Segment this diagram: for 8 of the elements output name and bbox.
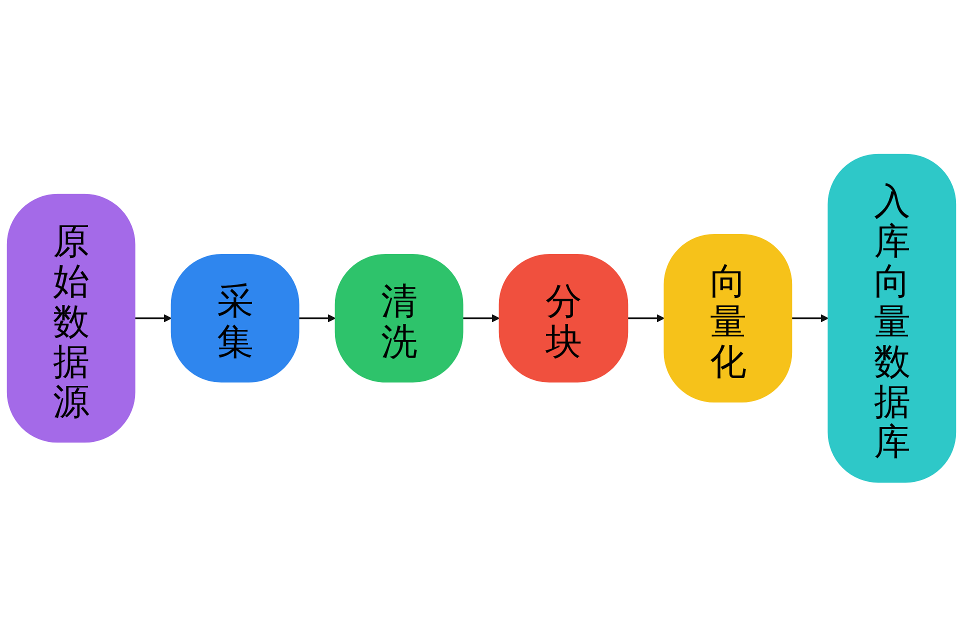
node-box: 向量化 <box>664 234 792 402</box>
node-box: 入库向量数据库 <box>828 154 956 482</box>
arrow <box>792 314 828 322</box>
arrow <box>628 314 665 322</box>
arrow <box>298 314 336 322</box>
arrow <box>134 314 172 322</box>
arrow <box>462 314 500 322</box>
node-box: 原始数据源 <box>6 194 136 442</box>
